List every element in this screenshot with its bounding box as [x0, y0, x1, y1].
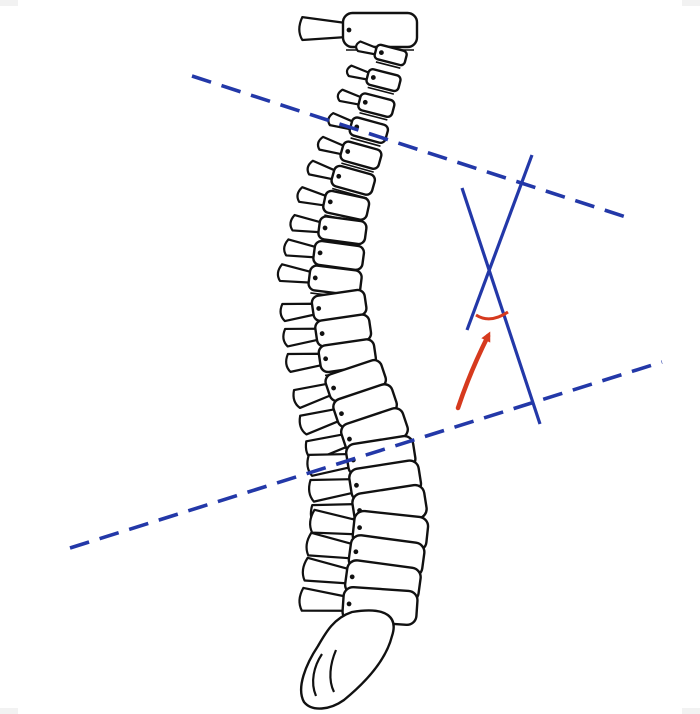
frame-corner-bottom-right [682, 708, 700, 714]
perpendicular-to-lower-line [460, 187, 542, 425]
vertebra [345, 64, 402, 95]
sacrum [299, 609, 395, 710]
frame-corner-top-left [0, 0, 18, 6]
angle-arc [475, 310, 509, 321]
curved-arrow-icon [455, 331, 491, 411]
coccyx [312, 649, 338, 697]
cobb-angle-measurement [69, 74, 663, 550]
vertebra [276, 263, 363, 300]
perpendicular-to-upper-line [465, 154, 534, 331]
vertebra [306, 159, 377, 199]
vertebra [316, 135, 383, 173]
spine-illustration [276, 11, 430, 710]
lower-endplate-line [69, 360, 663, 550]
vertebra [307, 459, 423, 506]
upper-endplate-line [191, 74, 633, 221]
vertebra [336, 88, 396, 121]
frame-corner-top-right [682, 0, 700, 6]
vertebra [354, 40, 408, 69]
frame-corner-bottom-left [0, 708, 18, 714]
